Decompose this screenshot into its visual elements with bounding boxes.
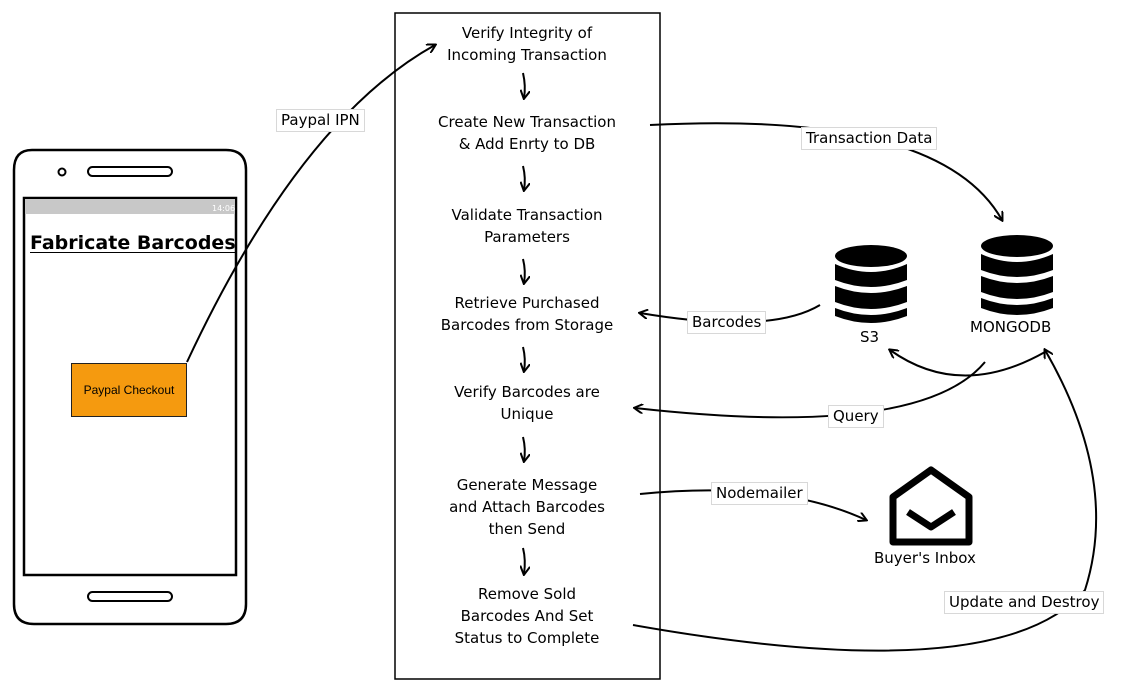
status-bar-time: 14:06 (212, 204, 236, 213)
s3-label: S3 (860, 328, 880, 346)
mongodb-label: MONGODB (970, 318, 1052, 336)
envelope-icon (889, 466, 973, 546)
update-destroy-label: Update and Destroy (944, 591, 1105, 614)
step-create-transaction: Create New Transaction& Add Enrty to DB (438, 113, 616, 153)
barcodes-label: Barcodes (687, 311, 767, 334)
query-label: Query (828, 405, 884, 428)
nodemailer-label: Nodemailer (711, 482, 808, 505)
step-arrows (523, 72, 525, 574)
inbox-label: Buyer's Inbox (874, 549, 976, 567)
mongo-to-s3-connector (890, 350, 1046, 377)
paypal-ipn-connector (186, 45, 435, 363)
database-icon (981, 235, 1053, 315)
transaction-data-label: Transaction Data (801, 127, 938, 150)
paypal-checkout-button[interactable]: Paypal Checkout (71, 363, 187, 417)
phone-icon (12, 148, 248, 626)
app-title: Fabricate Barcodes (30, 232, 236, 254)
database-icon (835, 245, 907, 323)
paypal-ipn-label: Paypal IPN (276, 109, 365, 132)
process-box (394, 12, 661, 680)
